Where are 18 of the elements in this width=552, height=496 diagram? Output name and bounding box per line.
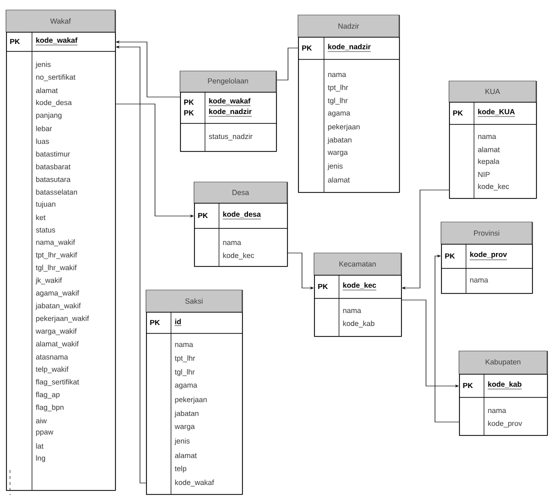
attribute-section	[194, 228, 288, 267]
key-section	[6, 32, 116, 52]
attribute-section	[146, 332, 243, 495]
attribute-section	[314, 298, 402, 337]
attribute-section	[180, 122, 277, 152]
attribute-section	[298, 58, 400, 193]
key-section	[298, 36, 400, 60]
attribute-section	[459, 396, 548, 436]
key-section	[441, 244, 533, 269]
key-section	[459, 374, 548, 398]
key-section	[314, 274, 402, 299]
key-section	[194, 202, 288, 229]
key-section	[146, 312, 243, 334]
connector-arrow	[434, 254, 460, 422]
attribute-section	[449, 124, 537, 199]
key-section	[180, 92, 277, 124]
key-section	[449, 102, 537, 125]
attribute-section	[441, 268, 533, 294]
